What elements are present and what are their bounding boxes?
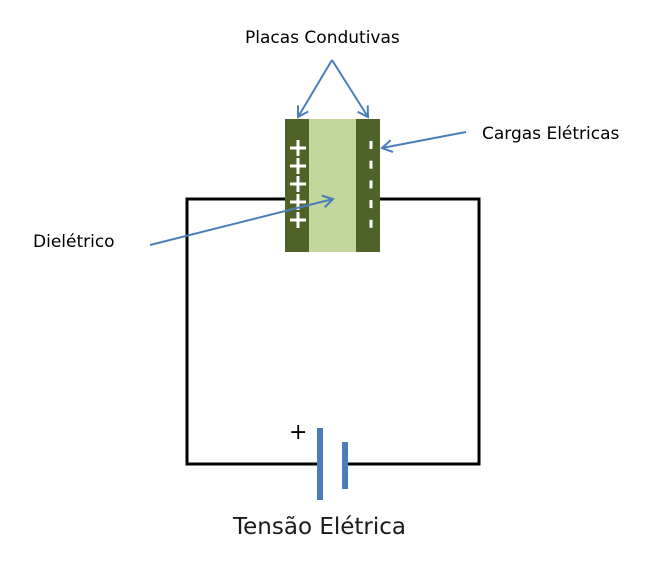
wire-left <box>185 197 319 466</box>
negative-charge <box>369 180 373 189</box>
battery-short-plate <box>342 442 348 489</box>
arrow-to-right-plate <box>331 59 370 119</box>
arrow-to-charges <box>380 131 467 153</box>
negative-charge <box>369 160 373 169</box>
negative-charge <box>369 200 373 209</box>
negative-charges <box>369 141 373 228</box>
label-voltage: Tensão Elétrica <box>233 514 407 540</box>
circuit-wire <box>185 197 481 466</box>
negative-charge <box>369 141 373 149</box>
label-dielectric: Dielétrico <box>33 232 115 252</box>
positive-charges <box>290 140 306 228</box>
arrow-to-dielectric <box>149 194 335 246</box>
dielectric <box>309 119 356 252</box>
positive-charge <box>290 158 306 174</box>
positive-charge <box>290 194 306 210</box>
label-electric-charges: Cargas Elétricas <box>482 124 620 144</box>
right-plate <box>356 119 380 252</box>
positive-charge <box>290 140 306 156</box>
battery-long-plate <box>317 428 323 500</box>
wire-right <box>345 197 481 466</box>
capacitor <box>285 119 380 252</box>
positive-charge <box>290 176 306 192</box>
battery <box>317 428 348 500</box>
label-conductive-plates: Placas Condutivas <box>245 28 400 48</box>
battery-positive-sign: + <box>289 420 308 445</box>
positive-charge <box>290 212 306 228</box>
negative-charge <box>369 219 373 228</box>
arrow-to-left-plate <box>296 59 333 119</box>
